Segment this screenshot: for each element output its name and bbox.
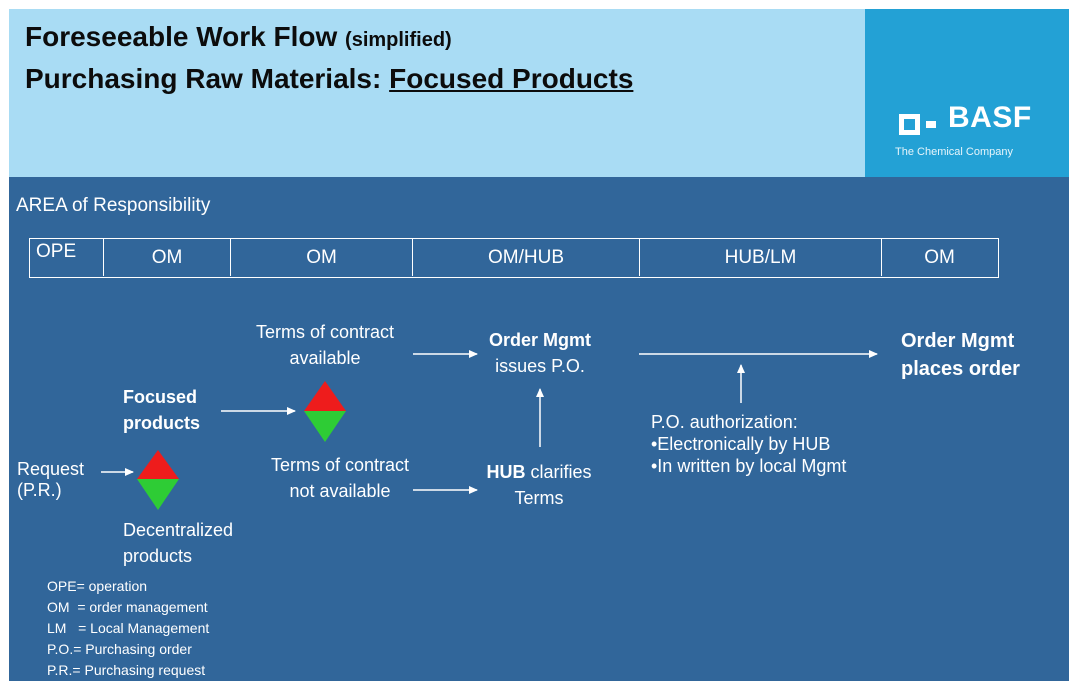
decision-diamond-1-icon [137,450,179,510]
area-cell-om-hub: OM/HUB [413,239,640,276]
po-authorization-label: P.O. authorization: •Electronically by H… [651,412,847,476]
terms-available-label: Terms of contract available [255,322,395,368]
page-title: Foreseeable Work Flow (simplified) [25,21,452,53]
area-cell-om-3: OM [924,246,955,268]
legend-item: P.O.= Purchasing order [47,641,192,657]
slide: Foreseeable Work Flow (simplified) Purch… [9,9,1069,681]
legend-item: OPE= operation [47,578,148,594]
legend-item: OM = order management [47,599,208,615]
basf-logo-mark-icon [899,114,936,135]
decentralized-products-label: Decentralized products [123,520,234,566]
order-mgmt-issues-label: Order Mgmt issues P.O. [488,330,591,376]
logo-text: BASF [948,101,1032,134]
order-mgmt-places-label: Order Mgmt places order [901,330,1020,380]
page-subtitle: Purchasing Raw Materials: Focused Produc… [25,63,633,95]
area-label: AREA of Responsibility [16,195,211,216]
hub-clarifies-label: HUB clarifies Terms [486,462,592,508]
flow-diagram [101,350,878,510]
area-cell-om-2: OM [231,239,413,276]
decision-diamond-2-icon [304,381,346,442]
logo-tagline: The Chemical Company [895,146,1013,158]
basf-logo: BASF The Chemical Company [865,9,1069,177]
title-line-1: Foreseeable Work Flow [25,21,338,52]
area-cell-om-1: OM [104,239,231,276]
terms-not-available-label: Terms of contract not available [270,455,410,501]
title-banner: Foreseeable Work Flow (simplified) Purch… [9,9,865,177]
legend-item: P.R.= Purchasing request [47,662,206,678]
title-suffix: (simplified) [345,29,452,51]
request-label: Request (P.R.) [17,459,85,500]
abbreviation-legend: OPE= operation OM = order management LM … [47,576,209,681]
responsibility-band: OPE OM OM OM/HUB HUB/LM OM [29,238,999,278]
focused-products-label: Focused products [123,387,201,433]
area-cell-ope: OPE [30,239,104,276]
area-cell-hub-lm: HUB/LM [640,239,882,276]
legend-item: LM = Local Management [47,620,210,636]
subtitle-underlined: Focused Products [389,63,634,94]
subtitle-prefix: Purchasing Raw Materials: [25,63,382,94]
